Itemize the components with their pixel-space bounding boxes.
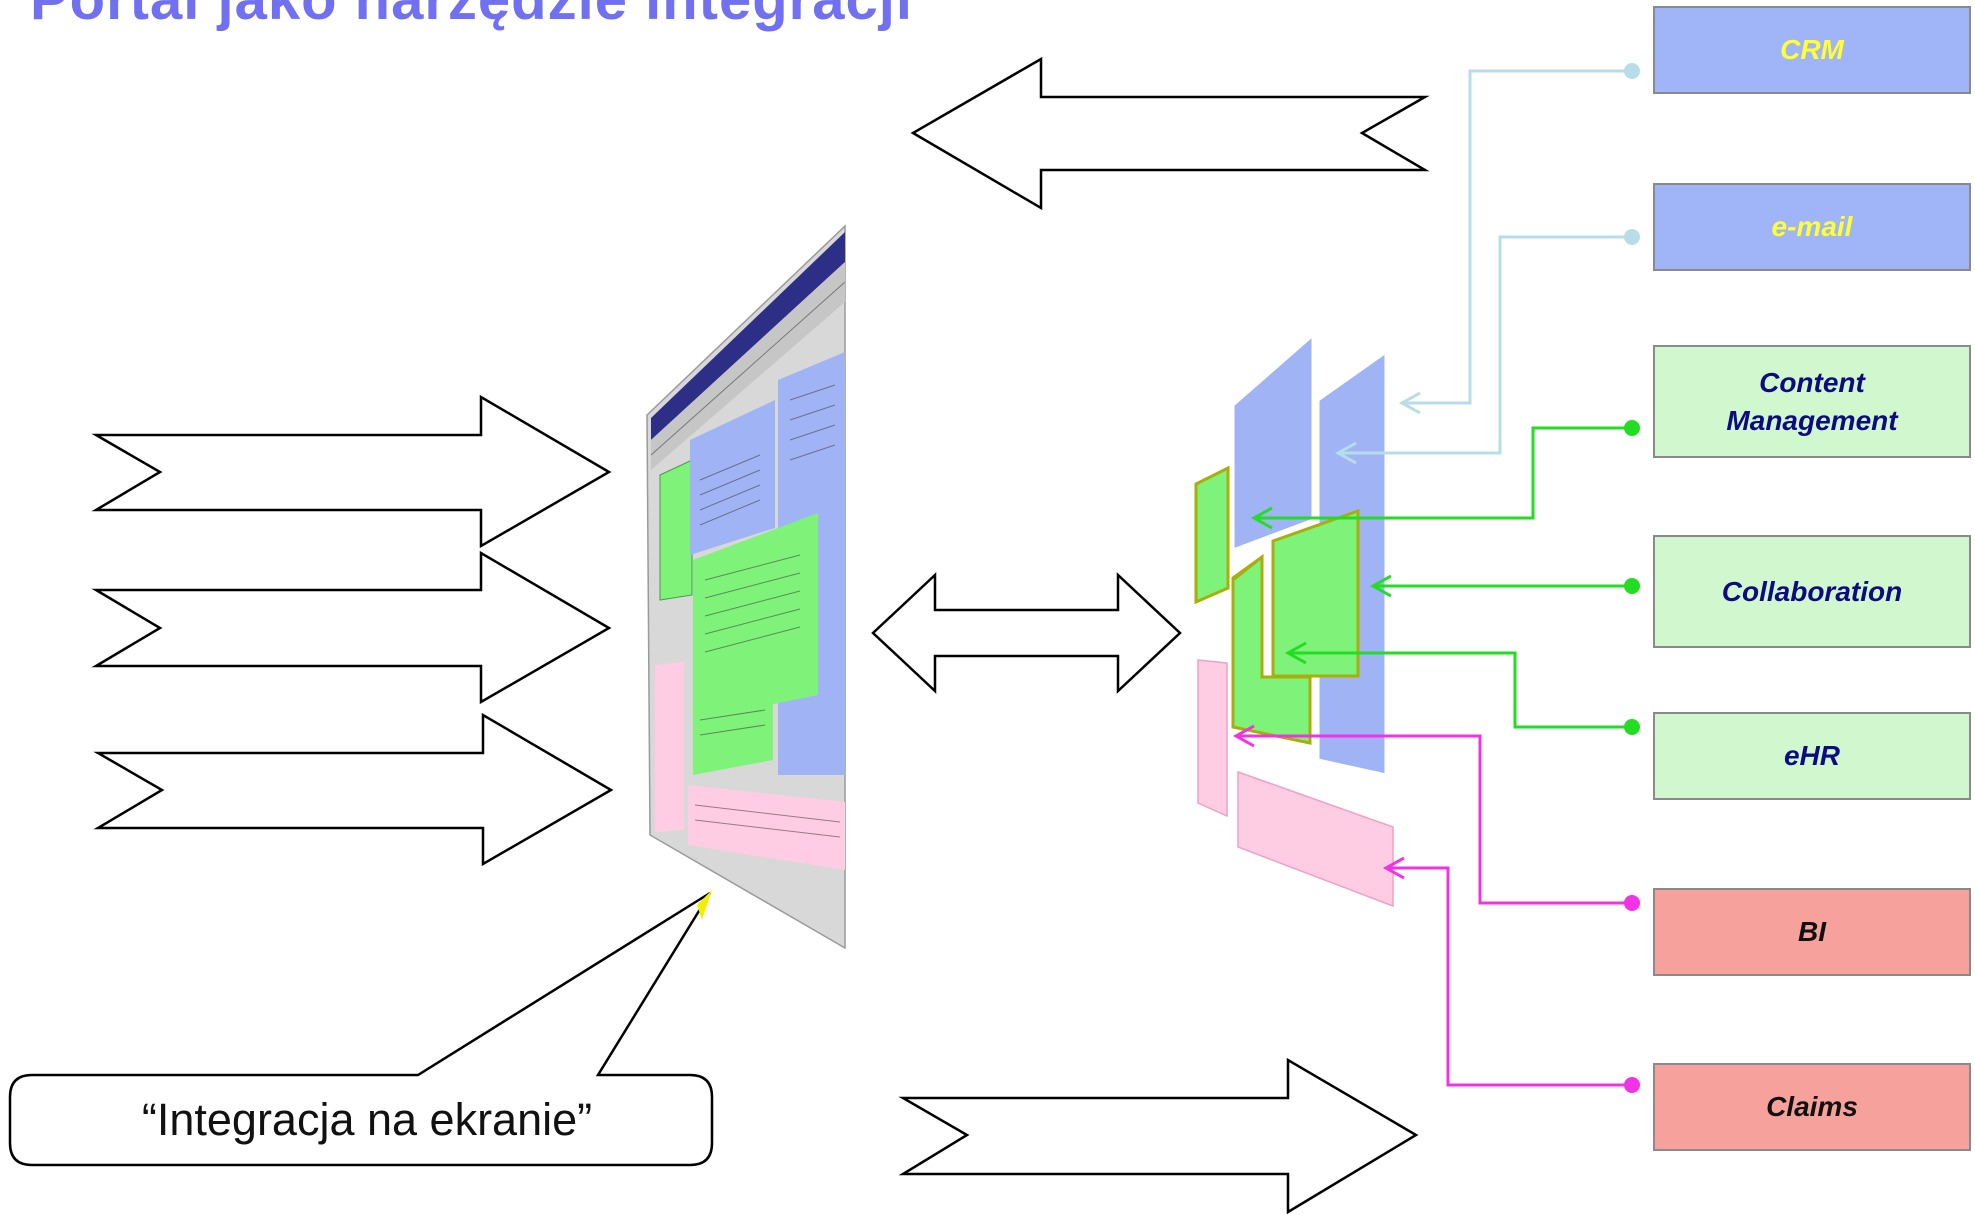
- inbound-arrow: [910, 56, 1430, 211]
- system-label-bi: BI: [1798, 916, 1826, 947]
- connector-claims: [1382, 856, 1640, 1093]
- connector-content-management: [1250, 420, 1640, 530]
- system-label-collaboration: Collaboration: [1721, 575, 1903, 607]
- page-title: Portal jako narzędzie integracji: [30, 0, 913, 33]
- portlet-layout-icon: [1194, 331, 1394, 908]
- callout-text: “Integracja na ekranie”: [141, 1094, 593, 1145]
- input-arrow-3: [93, 712, 614, 867]
- connector-bi: [1232, 724, 1640, 911]
- connector-collaboration: [1369, 574, 1640, 598]
- system-label-email: e-mail: [1771, 211, 1853, 242]
- bidirectional-arrow: [871, 572, 1182, 694]
- system-box-bi: BI: [1653, 888, 1971, 976]
- system-label-crm: CRM: [1780, 34, 1844, 65]
- callout-bubble: [8, 890, 714, 1167]
- system-box-email: e-mail: [1653, 183, 1971, 271]
- connector-ehr: [1284, 641, 1640, 735]
- system-box-content-management: Content Management: [1653, 345, 1971, 458]
- system-box-claims: Claims: [1653, 1063, 1971, 1151]
- system-box-crm: CRM: [1653, 6, 1971, 94]
- system-box-collaboration: Collaboration: [1653, 535, 1971, 648]
- connector-email: [1334, 229, 1640, 465]
- system-label-content-management: Content Management: [1726, 366, 1898, 436]
- system-label-claims: Claims: [1766, 1091, 1858, 1122]
- input-arrow-2: [91, 550, 612, 705]
- system-label-ehr: eHR: [1783, 740, 1840, 771]
- portal-screenshot-icon: [646, 224, 846, 950]
- input-arrow-1: [91, 394, 612, 549]
- connector-crm: [1398, 63, 1640, 415]
- outbound-arrow: [898, 1057, 1419, 1215]
- system-box-ehr: eHR: [1653, 712, 1971, 800]
